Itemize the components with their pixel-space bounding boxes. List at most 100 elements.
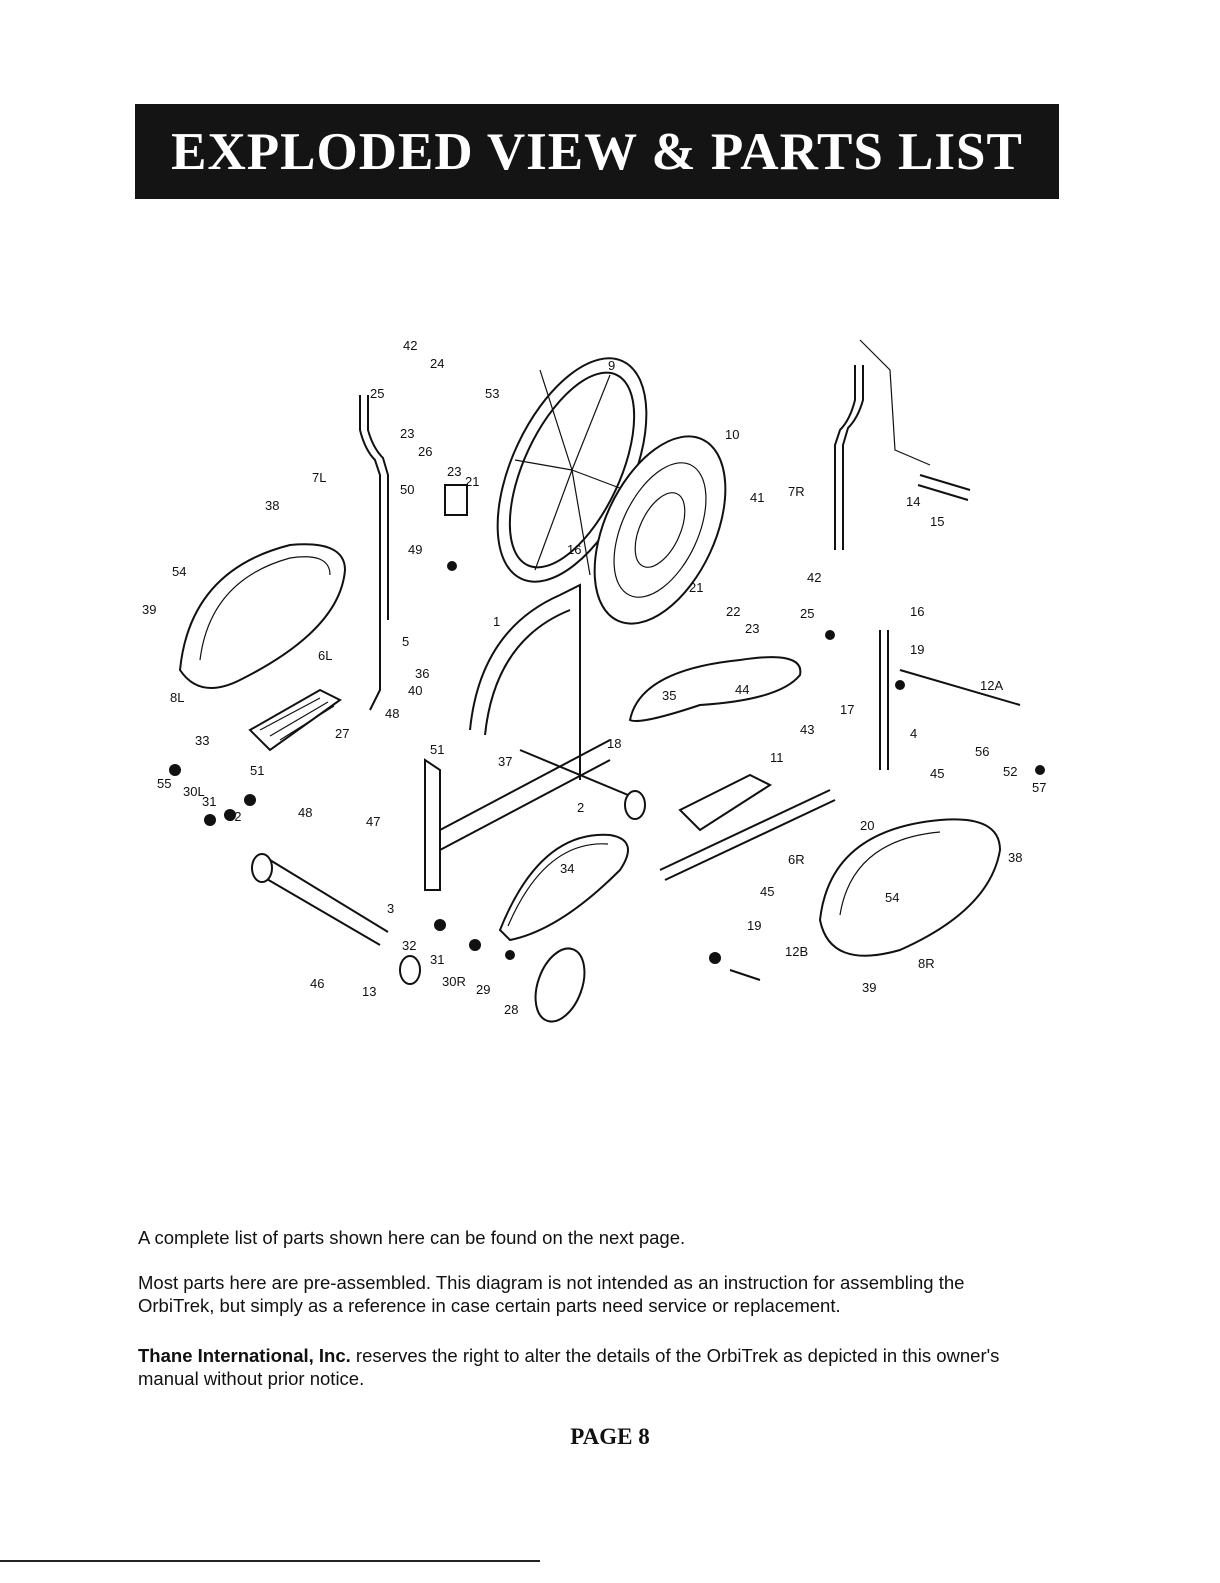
svg-text:44: 44 <box>735 682 749 697</box>
left-cover-drawing <box>178 543 347 689</box>
part-callout-labels: 42 24 25 23 26 53 23 21 7L 50 49 38 54 3… <box>142 338 1046 1017</box>
svg-text:27: 27 <box>335 726 349 741</box>
svg-text:42: 42 <box>403 338 417 353</box>
bottom-rule <box>0 1560 540 1562</box>
cover-35-drawing <box>628 656 802 722</box>
svg-text:25: 25 <box>800 606 814 621</box>
svg-text:13: 13 <box>362 984 376 999</box>
page-title-bar: EXPLODED VIEW & PARTS LIST <box>135 104 1059 199</box>
svg-text:3: 3 <box>387 901 394 916</box>
svg-text:28: 28 <box>504 1002 518 1017</box>
svg-text:15: 15 <box>930 514 944 529</box>
svg-text:51: 51 <box>250 763 264 778</box>
svg-text:14: 14 <box>906 494 920 509</box>
exploded-view-diagram: 42 24 25 23 26 53 23 21 7L 50 49 38 54 3… <box>140 330 1060 1030</box>
svg-text:35: 35 <box>662 688 676 703</box>
svg-text:21: 21 <box>689 580 703 595</box>
svg-text:10: 10 <box>725 427 739 442</box>
svg-text:56: 56 <box>975 744 989 759</box>
svg-text:32: 32 <box>402 938 416 953</box>
svg-text:23: 23 <box>447 464 461 479</box>
svg-text:29: 29 <box>476 982 490 997</box>
svg-text:8R: 8R <box>918 956 935 971</box>
svg-text:33: 33 <box>195 733 209 748</box>
svg-text:16: 16 <box>910 604 924 619</box>
svg-text:23: 23 <box>400 426 414 441</box>
svg-text:31: 31 <box>430 952 444 967</box>
right-handlebar-drawing <box>834 365 856 550</box>
main-frame-drawing <box>469 583 581 780</box>
svg-text:6R: 6R <box>788 852 805 867</box>
rights-note: Thane International, Inc. reserves the r… <box>138 1344 1038 1390</box>
svg-text:2: 2 <box>577 800 584 815</box>
svg-text:7R: 7R <box>788 484 805 499</box>
svg-text:23: 23 <box>745 621 759 636</box>
svg-text:49: 49 <box>408 542 422 557</box>
svg-text:31: 31 <box>202 794 216 809</box>
svg-text:34: 34 <box>560 861 574 876</box>
right-cover-drawing <box>818 818 1002 957</box>
svg-text:16: 16 <box>567 542 581 557</box>
svg-text:42: 42 <box>807 570 821 585</box>
svg-text:30R: 30R <box>442 974 466 989</box>
svg-text:19: 19 <box>747 918 761 933</box>
pulley-drawing <box>534 947 586 1023</box>
svg-text:1: 1 <box>493 614 500 629</box>
svg-text:47: 47 <box>366 814 380 829</box>
svg-text:24: 24 <box>430 356 444 371</box>
svg-text:9: 9 <box>608 358 615 373</box>
svg-text:38: 38 <box>1008 850 1022 865</box>
svg-text:4: 4 <box>910 726 917 741</box>
svg-text:40: 40 <box>408 683 422 698</box>
svg-text:11: 11 <box>770 750 784 765</box>
svg-text:8L: 8L <box>170 690 184 705</box>
svg-text:6L: 6L <box>318 648 332 663</box>
svg-text:18: 18 <box>607 736 621 751</box>
svg-text:46: 46 <box>310 976 324 991</box>
svg-text:45: 45 <box>760 884 774 899</box>
svg-text:19: 19 <box>910 642 924 657</box>
svg-text:22: 22 <box>726 604 740 619</box>
svg-text:39: 39 <box>142 602 156 617</box>
svg-text:30L: 30L <box>183 784 205 799</box>
svg-text:37: 37 <box>498 754 512 769</box>
svg-text:41: 41 <box>750 490 764 505</box>
svg-text:12B: 12B <box>785 944 808 959</box>
company-name: Thane International, Inc. <box>138 1345 351 1366</box>
svg-text:7L: 7L <box>312 470 326 485</box>
monitor-drawing <box>444 484 468 516</box>
svg-text:38: 38 <box>265 498 279 513</box>
svg-text:5: 5 <box>402 634 409 649</box>
svg-text:36: 36 <box>415 666 429 681</box>
drive-belt-drawing <box>498 833 629 942</box>
svg-text:50: 50 <box>400 482 414 497</box>
svg-text:48: 48 <box>385 706 399 721</box>
crossbar-drawing <box>259 859 389 946</box>
svg-text:57: 57 <box>1032 780 1046 795</box>
page-number: PAGE 8 <box>570 1424 650 1449</box>
rights-note-text: reserves the right to alter the details … <box>138 1345 1000 1389</box>
page-title: EXPLODED VIEW & PARTS LIST <box>171 122 1023 181</box>
svg-text:45: 45 <box>930 766 944 781</box>
right-pedal-drawing <box>678 773 773 832</box>
svg-text:21: 21 <box>465 474 479 489</box>
svg-text:51: 51 <box>430 742 444 757</box>
svg-text:39: 39 <box>862 980 876 995</box>
left-handlebar-drawing <box>359 395 381 620</box>
exploded-view-drawing: 42 24 25 23 26 53 23 21 7L 50 49 38 54 3… <box>142 338 1046 1023</box>
svg-text:25: 25 <box>370 386 384 401</box>
svg-text:48: 48 <box>298 805 312 820</box>
svg-text:52: 52 <box>1003 764 1017 779</box>
svg-text:20: 20 <box>860 818 874 833</box>
svg-text:54: 54 <box>885 890 899 905</box>
svg-text:12A: 12A <box>980 678 1003 693</box>
svg-text:53: 53 <box>485 386 499 401</box>
svg-text:17: 17 <box>840 702 854 717</box>
svg-text:43: 43 <box>800 722 814 737</box>
svg-text:55: 55 <box>157 776 171 791</box>
preassembled-note: Most parts here are pre-assembled. This … <box>138 1272 965 1316</box>
svg-text:26: 26 <box>418 444 432 459</box>
svg-text:32: 32 <box>227 809 241 824</box>
fan-screen-drawing <box>593 435 727 625</box>
svg-text:54: 54 <box>172 564 186 579</box>
